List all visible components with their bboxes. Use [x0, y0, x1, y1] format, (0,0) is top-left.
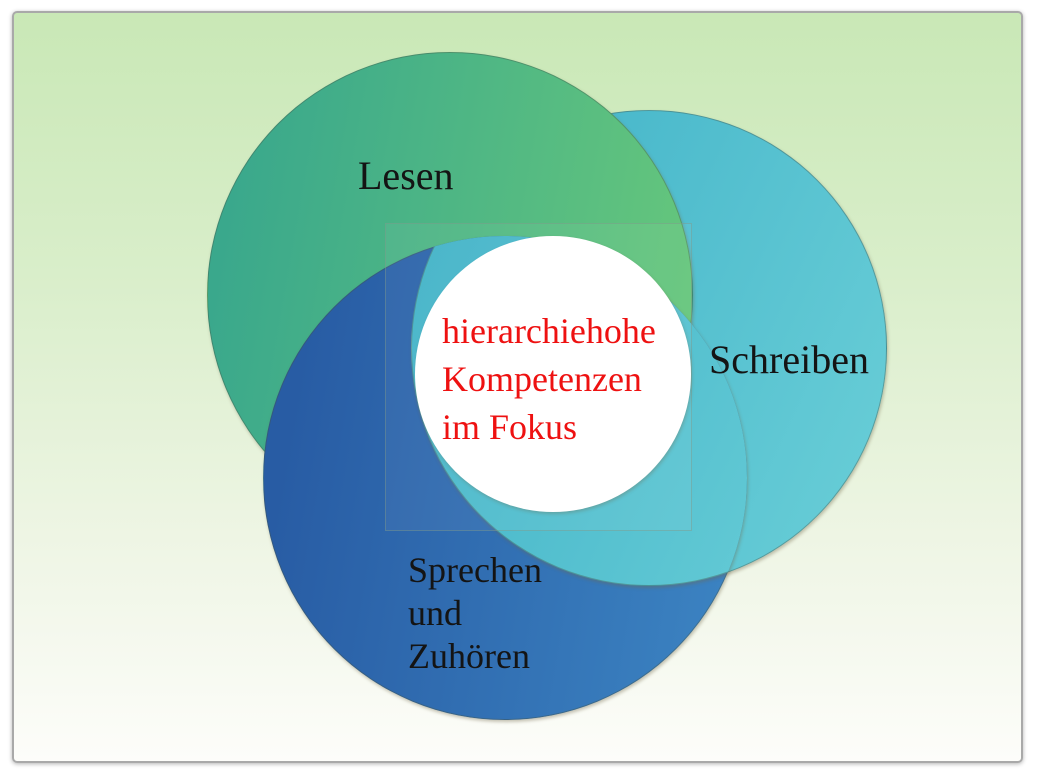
- center-circle: [415, 236, 691, 512]
- center-text-line: Kompetenzen: [442, 359, 642, 399]
- sprechen-label-line: Zuhören: [408, 636, 530, 676]
- sprechen-label-line: Sprechen: [408, 550, 542, 590]
- center-text-line: im Fokus: [442, 407, 578, 447]
- slide-canvas: Lesen Schreiben Sprechen und Zuhören hie…: [12, 11, 1023, 763]
- center-text: hierarchiehohe Kompetenzen im Fokus: [442, 307, 656, 451]
- lesen-label: Lesen: [358, 153, 454, 198]
- schreiben-label: Schreiben: [709, 337, 869, 382]
- venn-diagram: Lesen Schreiben Sprechen und Zuhören hie…: [14, 13, 1021, 761]
- sprechen-label: Sprechen und Zuhören: [408, 549, 542, 678]
- center-text-line: hierarchiehohe: [442, 311, 656, 351]
- sprechen-label-line: und: [408, 593, 462, 633]
